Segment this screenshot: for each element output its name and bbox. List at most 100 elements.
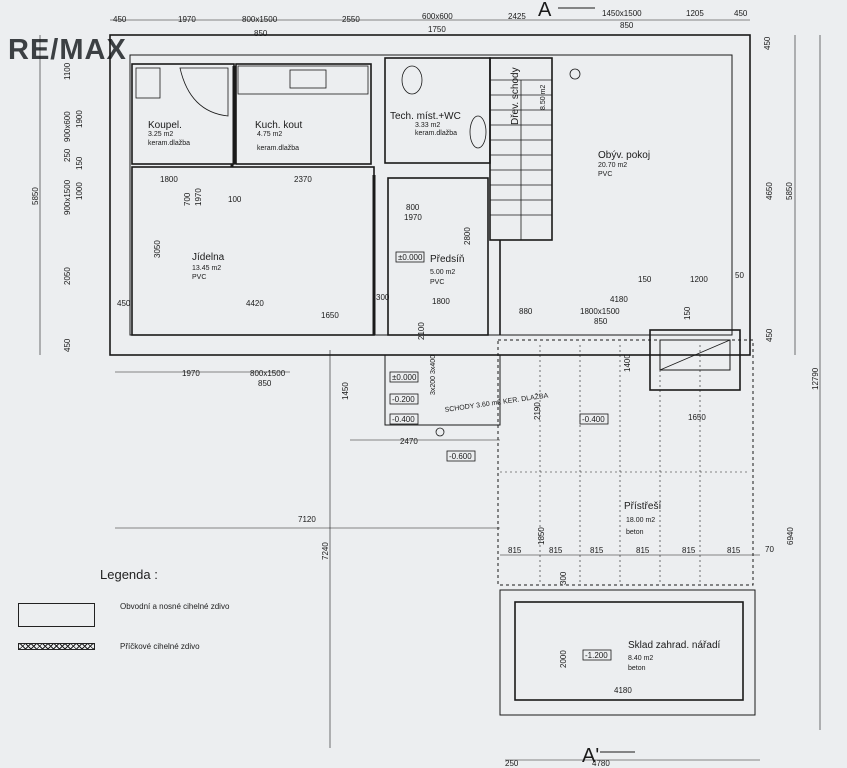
dim-inner-42: 4180 (614, 686, 632, 695)
level-marker (435, 427, 445, 437)
dim-left-2: 1900 (75, 110, 84, 128)
remax-logo: RE/MAX (8, 34, 127, 66)
room-floor-sklad: beton (628, 665, 646, 672)
room-floor-predsin: PVC (430, 279, 444, 286)
room-name-jidelna: Jídelna (192, 252, 225, 263)
dim-inner-20: 150 (638, 275, 652, 284)
room-name-schody: Dřev. schody (510, 67, 521, 125)
column-marker (569, 68, 581, 80)
wall-predsin (387, 177, 489, 336)
room-floor-kuchyn: keram.dlažba (257, 145, 299, 152)
stair-steps (490, 79, 552, 240)
dim-inner-27: 800x1500 (250, 369, 286, 378)
dim-left-5: 5850 (31, 187, 40, 205)
dim-right-5: 6940 (786, 527, 795, 545)
wall-pristresi (497, 339, 754, 586)
section-marks: A A' (538, 0, 635, 767)
dim-inner-28: 850 (258, 379, 272, 388)
level-step-2: -0.400 (392, 415, 415, 424)
chimney-diagonal (659, 339, 731, 371)
dim-right-3: 450 (765, 328, 774, 342)
porch-grid (500, 345, 750, 585)
fixtures (135, 65, 731, 437)
dim-top-3: 850 (254, 29, 268, 38)
dim-inner-1: 2370 (294, 175, 312, 184)
exterior-wall-inner (129, 54, 733, 336)
dim-inner-32: 7240 (321, 542, 330, 560)
dim-inner-19: 850 (594, 317, 608, 326)
room-name-pristresi: Přístřeší (624, 501, 661, 512)
dim-right-0: 450 (763, 36, 772, 50)
dim-inner-24: 1650 (688, 413, 706, 422)
dim-inner-16: 880 (519, 307, 533, 316)
dim-inner-2: 700 (183, 192, 192, 206)
dim-inner-40: 300 (559, 571, 568, 585)
level-boxes: ±0.000 ±0.000 -0.200 -0.400 -0.400 -0.60… (389, 251, 612, 661)
walls (109, 34, 756, 716)
dim-top-11: 450 (734, 9, 748, 18)
dim-top-2: 800x1500 (242, 15, 278, 24)
dim-inner-11: 2800 (463, 227, 472, 245)
dim-inner-9: 300 (376, 293, 390, 302)
legend-title: Legenda : (100, 567, 158, 582)
room-area-kuchyn: 4.75 m2 (257, 131, 282, 138)
dim-inner-30: 2470 (400, 437, 418, 446)
dims-top: 450 1970 800x1500 850 2550 600x600 1750 … (113, 9, 748, 38)
dim-inner-13: 1800 (432, 297, 450, 306)
dim-inner-41: 2000 (559, 650, 568, 668)
dim-inner-44: 250 (505, 759, 519, 768)
dim-inner-18: 4180 (610, 295, 628, 304)
room-area-koupelna: 3.25 m2 (148, 131, 173, 138)
dims-left: 1100 900x600 1900 250 150 5850 900x1500 … (31, 62, 84, 352)
chimney (649, 329, 741, 391)
dim-top-4: 2550 (342, 15, 360, 24)
wall-kuchyn (235, 63, 372, 165)
dim-left-3: 250 (63, 148, 72, 162)
dim-inner-26: 1970 (182, 369, 200, 378)
dim-inner-25: 150 (683, 306, 692, 320)
dim-top-6: 1750 (428, 25, 446, 34)
section-mark-top: A (538, 0, 552, 21)
dim-inner-22: 50 (735, 271, 744, 280)
dim-inner-29: 1450 (341, 382, 350, 400)
shower-tray (179, 67, 229, 117)
level-step-1: -0.200 (392, 395, 415, 404)
partition-walls (230, 66, 376, 335)
dims-right: 450 4650 5850 450 12790 6940 70 (763, 36, 820, 554)
dim-inner-33: 815 (508, 546, 522, 555)
dim-top-8: 1450x1500 (602, 9, 642, 18)
dim-left-8: 2050 (63, 267, 72, 285)
room-area-jidelna: 13.45 m2 (192, 265, 221, 272)
dim-left-0: 1100 (63, 62, 72, 80)
dim-inner-21: 1200 (690, 275, 708, 284)
dim-inner-23: 1400 (623, 354, 632, 372)
legend-swatch-outline (18, 603, 95, 627)
legend-label-outline: Obvodní a nosné cihelné zdivo (120, 602, 230, 611)
dim-inner-6: 450 (117, 299, 131, 308)
wall-sklad-outer (499, 589, 756, 716)
room-floor-koupelna: keram.dlažba (148, 140, 190, 147)
room-area-tech: 3.33 m2 (415, 122, 440, 129)
dim-inner-5: 3050 (153, 240, 162, 258)
dim-inner-14: 2100 (417, 322, 426, 340)
legend-swatch-hatch (18, 643, 95, 650)
room-floor-jidelna: PVC (192, 274, 206, 281)
dim-inner-34: 815 (549, 546, 563, 555)
wall-sklad (514, 601, 744, 701)
dim-top-9: 850 (620, 21, 634, 30)
dim-left-9: 450 (63, 338, 72, 352)
dim-top-7: 2425 (508, 12, 526, 21)
room-floor-obyvak: PVC (598, 171, 612, 178)
exterior-wall-outer (109, 34, 751, 356)
dim-top-5: 600x600 (422, 12, 453, 21)
stair-note-dims: 3x200 3x400 (430, 355, 437, 395)
dim-right-1: 4650 (765, 182, 774, 200)
room-area-obyvak: 20.70 m2 (598, 162, 627, 169)
wall-entry-stairs (384, 354, 501, 426)
dim-inner-43: 4780 (592, 759, 610, 768)
room-area-predsin: 5.00 m2 (430, 269, 455, 276)
level-pristresi: -0.400 (582, 415, 605, 424)
dim-right-2: 5850 (785, 182, 794, 200)
